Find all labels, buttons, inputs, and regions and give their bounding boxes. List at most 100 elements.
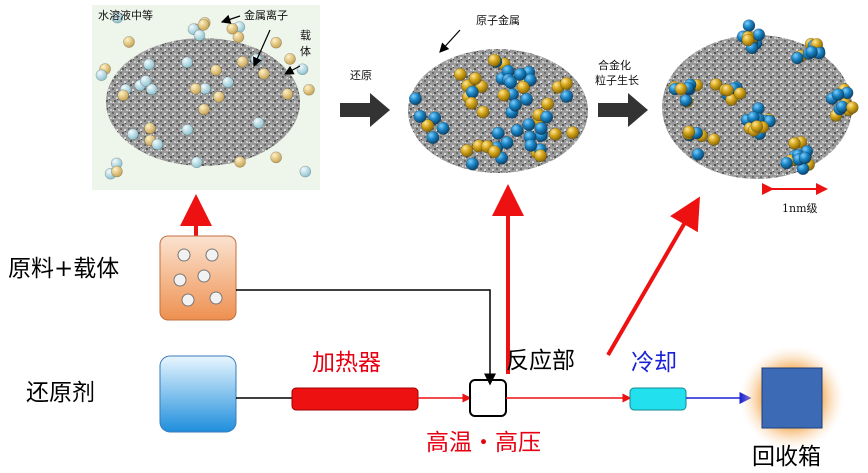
aqueous-label: 水溶液中等 xyxy=(98,9,153,22)
support-pointer xyxy=(283,65,301,75)
metal-atom xyxy=(408,92,422,106)
cluster-atom xyxy=(831,88,845,101)
metal-atom xyxy=(510,123,524,137)
reduction-arrow-icon xyxy=(340,93,390,127)
metal-ion-pointer xyxy=(220,14,241,24)
metal-ion xyxy=(226,22,239,35)
raw-feed-line xyxy=(236,289,496,386)
cluster-atom xyxy=(682,125,696,138)
cluster-atom xyxy=(733,87,747,100)
metal-atom xyxy=(524,138,538,152)
cluster-atom xyxy=(707,133,721,146)
metal-ion xyxy=(270,36,282,49)
support-label-1: 载 xyxy=(300,29,311,42)
metal-ion xyxy=(198,103,210,116)
metal-ion xyxy=(303,83,315,96)
pellet xyxy=(181,293,195,307)
pellet xyxy=(197,269,211,283)
ion xyxy=(222,76,234,89)
metal-atom xyxy=(534,149,548,163)
metal-atom xyxy=(540,110,554,124)
reduction-label: 还原 xyxy=(350,69,372,82)
metal-atom xyxy=(541,97,555,111)
metal-ion xyxy=(232,31,245,43)
metal-ion xyxy=(213,91,225,103)
metal-atom xyxy=(534,121,548,135)
ion xyxy=(143,58,155,71)
growth-arrow-icon xyxy=(598,93,648,127)
metal-atom xyxy=(520,92,534,106)
cluster-atom xyxy=(805,45,818,59)
heater-label: 加热器 xyxy=(312,350,381,376)
metal-ion xyxy=(284,53,296,65)
cluster-atom xyxy=(791,51,804,65)
atomic-metal-label: 原子金属 xyxy=(476,14,520,27)
metal-ion-label: 金属离子 xyxy=(244,9,288,22)
metal-atom xyxy=(522,118,536,132)
ion xyxy=(190,156,203,169)
metal-atom xyxy=(487,145,501,159)
heater-block xyxy=(291,387,419,411)
ion xyxy=(181,123,194,136)
cluster-atom xyxy=(741,33,755,47)
cluster-atom xyxy=(798,151,812,165)
recovery-box-label: 回收箱 xyxy=(752,444,821,470)
metal-atom xyxy=(460,144,474,158)
cluster-atom xyxy=(846,101,859,114)
atom-group xyxy=(408,53,580,171)
metal-ion xyxy=(210,64,222,76)
reductant-label: 还原剂 xyxy=(26,380,95,406)
raw-plus-support-label: 原料+载体 xyxy=(8,256,120,282)
metal-ion xyxy=(236,55,249,68)
atomic-metal-pointer xyxy=(439,29,461,53)
cluster-atom xyxy=(742,19,756,32)
metal-atom xyxy=(453,67,467,81)
ion xyxy=(252,117,265,129)
cluster-atom xyxy=(788,136,801,150)
reactor-box xyxy=(469,379,507,417)
cluster-atom xyxy=(721,83,734,97)
metal-atom xyxy=(465,85,479,99)
ion xyxy=(193,29,206,42)
ion xyxy=(250,53,263,66)
high-temp-pressure-label: 高温・高压 xyxy=(426,430,541,456)
ion xyxy=(145,83,158,96)
ion xyxy=(299,165,312,178)
metal-ion xyxy=(123,36,135,48)
metal-atom xyxy=(465,157,479,171)
metal-ion xyxy=(281,88,294,100)
cluster-atom xyxy=(750,120,764,133)
ion xyxy=(151,138,164,151)
metal-atom xyxy=(476,105,490,119)
metal-ion xyxy=(144,122,156,135)
metal-atom xyxy=(504,75,518,89)
pellet xyxy=(209,291,223,305)
metal-atom xyxy=(560,89,574,103)
reductant-tank xyxy=(159,355,237,433)
ion xyxy=(139,75,152,87)
ion xyxy=(296,63,309,76)
metal-atom xyxy=(465,96,479,110)
support-ellipse-1 xyxy=(106,38,300,166)
recovery-box xyxy=(761,367,823,429)
ion-group xyxy=(95,11,315,180)
pellet xyxy=(205,248,219,262)
metal-ion xyxy=(270,151,282,164)
alloy-label-1: 合金化 xyxy=(598,59,631,72)
metal-atom xyxy=(500,136,514,150)
cooler-block xyxy=(629,387,687,411)
metal-atom xyxy=(426,131,440,145)
ion xyxy=(111,11,124,24)
alloy-label-2: 粒子生长 xyxy=(595,74,639,87)
arrow-reaction-to-clusters xyxy=(606,196,701,357)
metal-ion xyxy=(117,89,129,102)
metal-atom xyxy=(559,76,573,90)
cooling-label: 冷却 xyxy=(631,350,677,376)
support-label-2: 体 xyxy=(300,45,311,58)
support-ellipse-2 xyxy=(408,49,588,173)
metal-atom xyxy=(491,126,505,140)
metal-ion-pointer-2 xyxy=(253,29,271,68)
metal-ion xyxy=(197,19,210,31)
metal-atom xyxy=(413,109,427,123)
